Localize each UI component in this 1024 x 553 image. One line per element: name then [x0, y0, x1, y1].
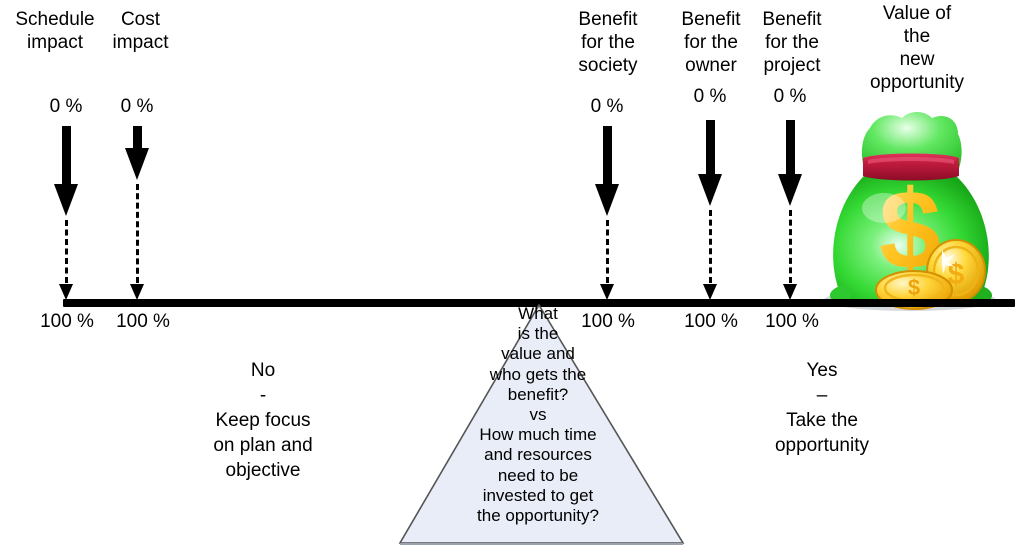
arrow-head-small-icon: [703, 284, 717, 300]
arrow-shaft: [786, 120, 795, 176]
arrow-head-icon: [595, 184, 619, 216]
bottom-value-benefit-project: 100 %: [765, 311, 819, 332]
arrow-head-small-icon: [130, 284, 144, 300]
top-value-schedule-impact: 0 %: [49, 96, 83, 117]
bottom-value-benefit-society: 100 %: [581, 311, 635, 332]
dashed-connector: [709, 210, 712, 283]
column-header-value-of-new-opportunity: Value of the new opportunity: [869, 3, 964, 93]
arrow-head-icon: [125, 148, 149, 180]
top-value-benefit-project: 0 %: [773, 86, 807, 107]
coin-dollar-glyph-2: $: [908, 275, 920, 300]
verdict-no-keep-focus: No - Keep focus on plan and objective: [213, 360, 313, 481]
column-header-benefit-owner: Benefit for the owner: [681, 9, 741, 76]
column-header-cost-impact: Cost impact: [112, 9, 169, 53]
arrow-head-icon: [778, 174, 802, 206]
arrow-head-icon: [698, 174, 722, 206]
dashed-connector: [136, 184, 139, 283]
arrow-shaft: [133, 126, 142, 150]
arrow-shaft: [603, 126, 612, 186]
fulcrum-question-text: What is the value and who gets the benef…: [477, 304, 599, 526]
arrow-shaft: [706, 120, 715, 176]
arrow-shaft: [62, 126, 71, 186]
bottom-value-schedule-impact: 100 %: [40, 311, 94, 332]
dashed-connector: [789, 210, 792, 283]
dashed-connector: [65, 220, 68, 283]
arrow-head-icon: [54, 184, 78, 216]
column-header-schedule-impact: Schedule impact: [15, 9, 95, 53]
top-value-cost-impact: 0 %: [120, 96, 154, 117]
balance-beam: [63, 299, 1015, 307]
top-value-benefit-owner: 0 %: [693, 86, 727, 107]
dashed-connector: [606, 220, 609, 283]
verdict-yes-take-opportunity: Yes – Take the opportunity: [774, 360, 869, 456]
top-value-benefit-society: 0 %: [590, 96, 624, 117]
bottom-value-cost-impact: 100 %: [116, 311, 170, 332]
arrow-head-small-icon: [59, 284, 73, 300]
bottom-value-benefit-owner: 100 %: [684, 311, 738, 332]
arrow-head-small-icon: [600, 284, 614, 300]
arrow-head-small-icon: [783, 284, 797, 300]
column-header-benefit-society: Benefit for the society: [578, 9, 638, 76]
column-header-benefit-project: Benefit for the project: [762, 9, 822, 76]
money-bag-icon: $ $ $: [806, 108, 1024, 318]
fulcrum-triangle: What is the value and who gets the benef…: [396, 300, 686, 553]
